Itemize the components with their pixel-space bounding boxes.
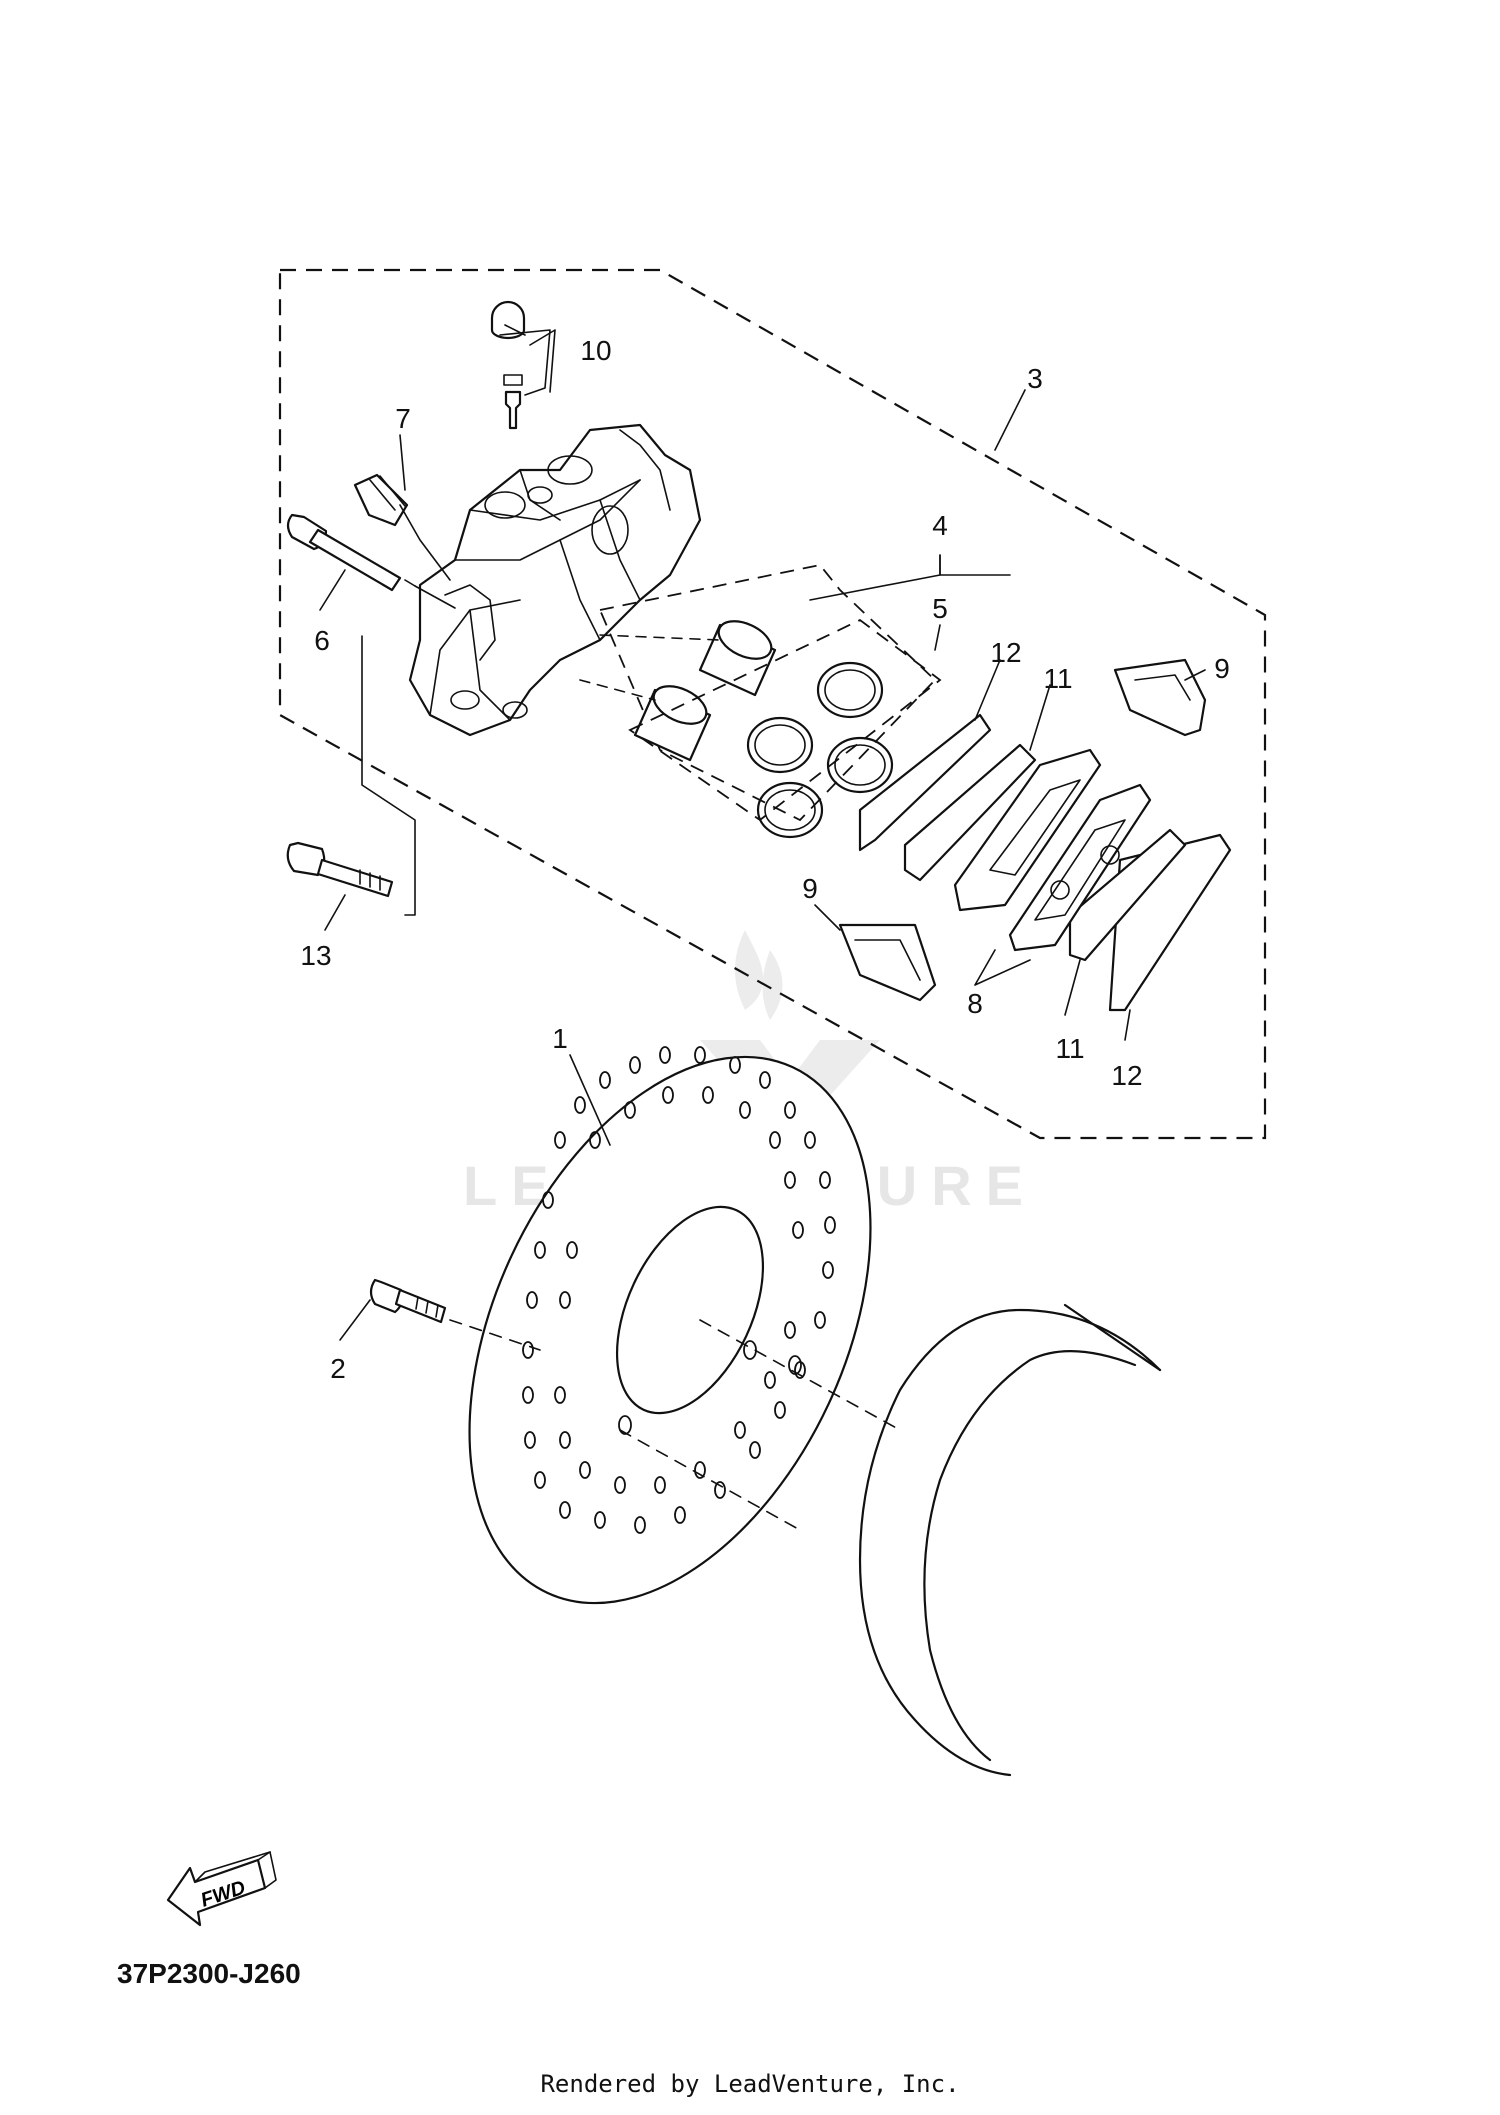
caliper-assembly-boundary — [278, 268, 1267, 1140]
brake-disc — [468, 1046, 872, 1605]
disc-bolt — [369, 1278, 447, 1324]
wheel-hub — [858, 1303, 1162, 1777]
callout-8: 8 — [967, 988, 983, 1019]
bleeder-screw-kit — [490, 300, 551, 430]
brake-pads — [953, 748, 1152, 952]
caliper-body — [408, 423, 702, 737]
callout-12-lower: 12 — [1111, 1060, 1142, 1091]
callout-9-lower: 9 — [802, 873, 818, 904]
slide-pin-boot — [353, 473, 451, 581]
callout-11-upper: 11 — [1043, 663, 1072, 694]
callout-3: 3 — [1027, 363, 1043, 394]
callout-9-upper: 9 — [1214, 653, 1230, 684]
caliper-pin-bolt — [286, 513, 456, 609]
caliper-mount-bolt — [286, 841, 394, 898]
callout-11-lower: 11 — [1055, 1033, 1084, 1064]
callout-5: 5 — [932, 593, 948, 624]
render-credit: Rendered by LeadVenture, Inc. — [540, 2070, 960, 2098]
caliper-pistons — [579, 564, 937, 822]
piston-seal-kit — [628, 618, 942, 839]
callout-10: 10 — [580, 335, 611, 366]
callout-2: 2 — [330, 1353, 346, 1384]
fwd-arrow: FWD — [166, 1851, 277, 1927]
callout-6: 6 — [314, 625, 330, 656]
leader-lines — [319, 324, 1206, 1341]
callout-4: 4 — [932, 510, 948, 541]
alignment-lines — [449, 1319, 901, 1531]
pad-springs — [838, 658, 1207, 1002]
callout-7: 7 — [395, 403, 411, 434]
callout-12-upper: 12 — [990, 637, 1021, 668]
callout-labels: 1 2 3 4 5 6 7 8 9 9 10 11 11 12 12 13 — [300, 335, 1229, 1384]
pad-support-plates — [903, 743, 1187, 962]
callout-13: 13 — [300, 940, 331, 971]
callout-1: 1 — [552, 1023, 568, 1054]
diagram-code: 37P2300-J260 — [117, 1958, 301, 1989]
